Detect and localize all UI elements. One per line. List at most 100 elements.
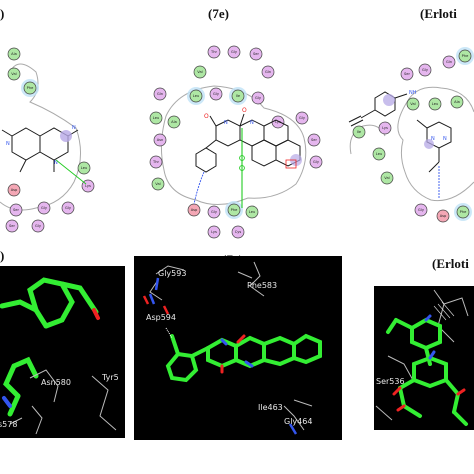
residue-node: Ala: [7, 47, 21, 61]
label-tyr: Tyr5: [101, 373, 119, 382]
svg-text:Leu: Leu: [432, 102, 438, 106]
svg-text:Val: Val: [155, 182, 160, 186]
residue-node: Gln: [261, 65, 275, 79]
svg-text:Phe: Phe: [27, 86, 34, 90]
svg-text:Asp: Asp: [440, 214, 447, 218]
residue-node: Leu: [77, 161, 91, 175]
svg-text:Phe: Phe: [231, 208, 238, 212]
svg-text:Gly: Gly: [418, 208, 425, 212]
residue-node: Asn: [153, 133, 167, 147]
residue-node: Ser: [5, 219, 19, 233]
svg-text:Asp: Asp: [191, 208, 198, 212]
residue-node: Leu: [245, 205, 259, 219]
svg-text:Ser: Ser: [253, 52, 259, 56]
svg-text:N: N: [431, 136, 435, 142]
residue-node: Phe: [225, 201, 243, 219]
interaction-diagram-erlotinib: Gly Gln Phe Ser Val Leu Ala Lys Leu Ile …: [348, 47, 474, 223]
docking-pose-7e: Gly593 Phe583 Asp594 Ile463 Gly464: [134, 256, 342, 440]
residue-node: Asp: [187, 203, 201, 217]
svg-text:Gly: Gly: [313, 160, 320, 164]
svg-text:Thr: Thr: [210, 50, 217, 54]
residue-node: Ile: [352, 125, 366, 139]
label-asn580: Asn580: [41, 378, 71, 387]
header-right-top: (Erloti: [420, 6, 457, 21]
svg-text:Ala: Ala: [171, 120, 177, 124]
label-gly593: Gly593: [158, 269, 186, 278]
label-res578: s578: [0, 420, 17, 429]
label-ile463: Ile463: [258, 403, 283, 412]
residue-node: Gly: [295, 111, 309, 125]
residue-node: Ser: [9, 203, 23, 217]
svg-text:Gly: Gly: [231, 50, 238, 54]
residue-node: Thr: [149, 155, 163, 169]
residue-node: Gly: [61, 201, 75, 215]
svg-text:Asp: Asp: [11, 188, 18, 192]
svg-text:Ile: Ile: [236, 94, 241, 98]
residue-node: Phe: [456, 47, 474, 65]
residue-node: Lys: [207, 225, 221, 239]
residue-node: Leu: [372, 147, 386, 161]
svg-text:Gly: Gly: [422, 68, 429, 72]
residue-node: Gln: [153, 87, 167, 101]
residue-node: Asp: [436, 209, 450, 223]
svg-text:Gln: Gln: [265, 70, 271, 74]
svg-text:Val: Val: [384, 176, 389, 180]
residue-node: Val: [380, 171, 394, 185]
svg-text:N: N: [6, 141, 10, 147]
interaction-diagram-left: Ala Phe Val Ser Gly Gly Ser Gly Asp Lys …: [0, 47, 95, 233]
svg-text:Gly: Gly: [213, 92, 220, 96]
svg-text:Phe: Phe: [460, 210, 467, 214]
svg-text:Ala: Ala: [454, 100, 460, 104]
svg-text:Lys: Lys: [382, 126, 388, 130]
interaction-diagram-7e: Thr Gly Ser Val Gln Leu Gly Ile Gly Gln …: [149, 45, 323, 239]
svg-text:Gln: Gln: [446, 60, 452, 64]
residue-node: Leu: [187, 87, 205, 105]
header-center-top: (7e): [208, 6, 229, 21]
svg-text:N: N: [54, 160, 58, 166]
docking-pose-erlotinib: Ser536: [374, 286, 474, 430]
label-gly464: Gly464: [284, 417, 312, 426]
svg-text:Ser: Ser: [13, 208, 19, 212]
ligand-molecule: [348, 91, 452, 173]
residue-node: Lys: [271, 115, 285, 129]
residue-node: Gly: [414, 203, 428, 217]
residue-node: Gly: [37, 201, 51, 215]
svg-text:Leu: Leu: [81, 166, 87, 170]
residue-node: Leu: [428, 97, 442, 111]
svg-text:NH: NH: [409, 90, 417, 96]
residue-node: Ser: [307, 133, 321, 147]
svg-text:Ser: Ser: [9, 224, 15, 228]
svg-text:Gly: Gly: [65, 206, 72, 210]
svg-text:Val: Val: [11, 72, 16, 76]
svg-text:Cys: Cys: [235, 230, 242, 234]
residue-node: Gly: [251, 91, 265, 105]
header-left-top: ): [0, 6, 5, 21]
header-right-bottom: (Erloti: [432, 256, 469, 271]
svg-text:O: O: [242, 107, 247, 114]
label-phe583: Phe583: [247, 281, 277, 290]
svg-text:Leu: Leu: [193, 94, 199, 98]
residue-node: Val: [406, 97, 420, 111]
svg-text:Gly: Gly: [35, 224, 42, 228]
residue-node: Val: [151, 177, 165, 191]
ligand-molecule: [195, 113, 301, 173]
residue-node: Gly: [227, 45, 241, 59]
residue-node: Gly: [207, 205, 221, 219]
svg-text:Gln: Gln: [157, 92, 163, 96]
svg-text:Lys: Lys: [275, 120, 281, 124]
svg-text:Leu: Leu: [153, 116, 159, 120]
ligand-molecule: [1, 127, 79, 173]
svg-text:N: N: [250, 120, 254, 126]
svg-text:Thr: Thr: [152, 160, 159, 164]
svg-text:Gly: Gly: [299, 116, 306, 120]
svg-text:Ser: Ser: [404, 72, 410, 76]
residue-node: Thr: [207, 45, 221, 59]
svg-text:Phe: Phe: [462, 54, 469, 58]
svg-text:Lys: Lys: [211, 230, 217, 234]
svg-text:Gly: Gly: [255, 96, 262, 100]
residue-node: Val: [7, 67, 21, 81]
residue-node: Gly: [309, 155, 323, 169]
residue-node: Cys: [231, 225, 245, 239]
residue-node: Leu: [149, 111, 163, 125]
svg-text:Lys: Lys: [85, 184, 91, 188]
